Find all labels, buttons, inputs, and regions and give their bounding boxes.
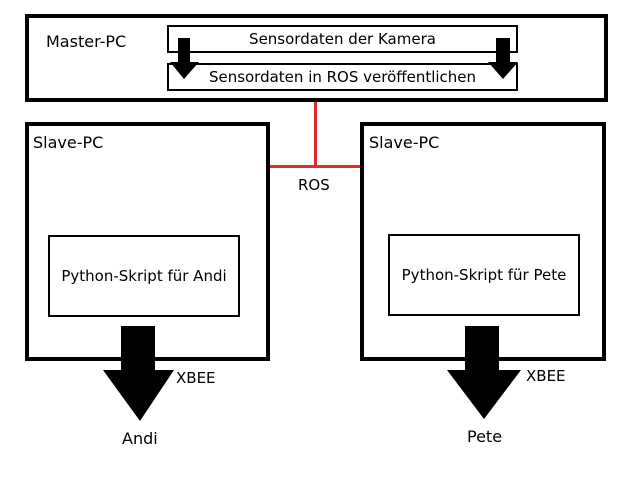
ros-line-horizontal xyxy=(267,165,363,168)
publish-ros-step: Sensordaten in ROS veröffentlichen xyxy=(167,63,518,91)
down-arrow-icon xyxy=(170,38,199,79)
ros-label: ROS xyxy=(298,176,330,194)
slave-pc-title-pete: Slave-PC xyxy=(369,133,440,152)
master-pc-title: Master-PC xyxy=(46,32,127,51)
camera-sensor-data-step: Sensordaten der Kamera xyxy=(167,25,518,53)
down-arrow-icon xyxy=(103,326,174,421)
python-script-pete-label: Python-Skript für Pete xyxy=(401,266,567,284)
xbee-label-andi: XBEE xyxy=(176,369,216,387)
python-script-andi: Python-Skript für Andi xyxy=(48,235,240,317)
python-script-pete: Python-Skript für Pete xyxy=(388,234,580,316)
down-arrow-icon xyxy=(447,326,521,419)
python-script-andi-label: Python-Skript für Andi xyxy=(61,267,227,285)
publish-ros-label: Sensordaten in ROS veröffentlichen xyxy=(208,68,477,86)
target-andi-label: Andi xyxy=(122,429,158,448)
slave-pc-title-andi: Slave-PC xyxy=(33,133,104,152)
down-arrow-icon xyxy=(488,38,518,79)
target-pete-label: Pete xyxy=(467,427,503,446)
camera-sensor-data-label: Sensordaten der Kamera xyxy=(249,30,436,48)
ros-line-vertical xyxy=(314,102,317,168)
xbee-label-pete: XBEE xyxy=(526,367,566,385)
